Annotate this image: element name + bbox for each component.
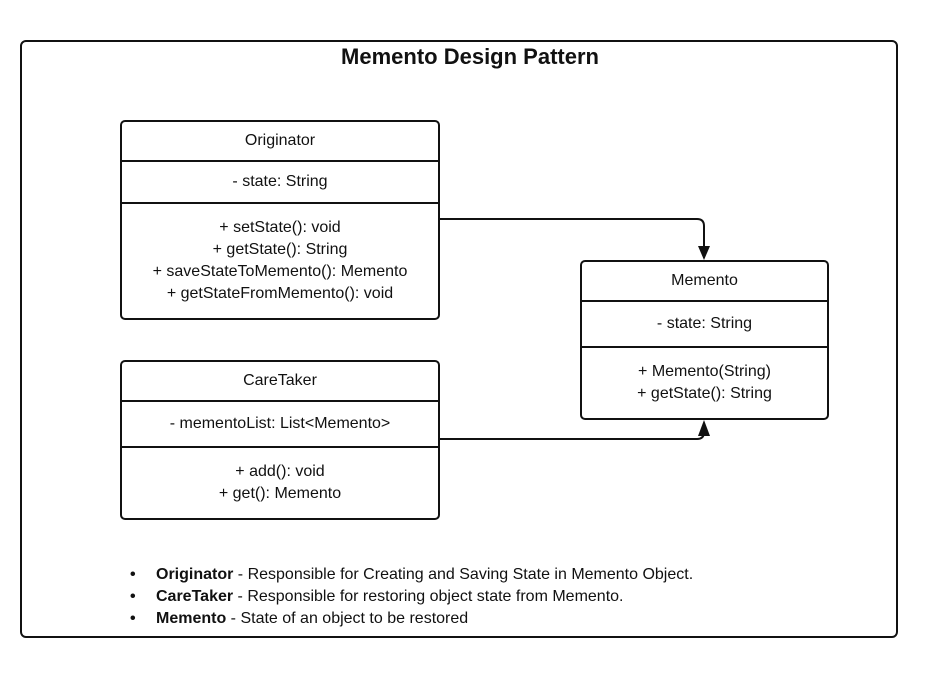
attribute: - state: String bbox=[656, 315, 753, 332]
attribute: - mementoList: List<Memento> bbox=[169, 415, 391, 432]
class-name: CareTaker bbox=[243, 372, 317, 389]
legend-term: Memento bbox=[156, 610, 227, 627]
methods-section: + Memento(String) + getState(): String bbox=[582, 346, 827, 418]
diagram-title: Memento Design Pattern bbox=[341, 44, 599, 69]
caretaker-memento-connector bbox=[440, 431, 705, 440]
class-caretaker[interactable]: CareTaker - mementoList: List<Memento> +… bbox=[120, 360, 440, 520]
attributes-section: - mementoList: List<Memento> bbox=[122, 400, 438, 446]
class-name-section: CareTaker bbox=[122, 362, 438, 400]
legend-item: • Originator - Responsible for Creating … bbox=[130, 564, 693, 586]
attributes-section: - state: String bbox=[582, 300, 827, 346]
method: + saveStateToMemento(): Memento bbox=[152, 263, 408, 280]
bullet-icon: • bbox=[130, 566, 136, 583]
legend-term: Originator bbox=[156, 566, 234, 583]
method: + getState(): String bbox=[637, 385, 772, 402]
method: + add(): void bbox=[235, 463, 325, 480]
class-name: Memento bbox=[671, 272, 738, 289]
attribute: - state: String bbox=[232, 173, 328, 190]
legend-item: • CareTaker - Responsible for restoring … bbox=[130, 586, 693, 608]
methods-section: + setState(): void + getState(): String … bbox=[122, 202, 438, 318]
methods-section: + add(): void + get(): Memento bbox=[122, 446, 438, 518]
class-originator[interactable]: Originator - state: String + setState():… bbox=[120, 120, 440, 320]
legend-term: CareTaker bbox=[156, 588, 234, 605]
legend-item: • Memento - State of an object to be res… bbox=[130, 608, 693, 630]
method: + getStateFromMemento(): void bbox=[166, 285, 394, 302]
attributes-section: - state: String bbox=[122, 160, 438, 202]
class-memento[interactable]: Memento - state: String + Memento(String… bbox=[580, 260, 829, 420]
legend-list: • Originator - Responsible for Creating … bbox=[130, 564, 693, 630]
legend-desc: - State of an object to be restored bbox=[226, 610, 469, 627]
caretaker-memento-arrowhead bbox=[698, 420, 710, 436]
method: + setState(): void bbox=[219, 219, 341, 236]
method: + getState(): String bbox=[212, 241, 348, 258]
legend-desc: - Responsible for Creating and Saving St… bbox=[233, 566, 694, 583]
bullet-icon: • bbox=[130, 588, 136, 605]
bullet-icon: • bbox=[130, 610, 136, 627]
method: + get(): Memento bbox=[218, 485, 342, 502]
legend-desc: - Responsible for restoring object state… bbox=[233, 588, 624, 605]
class-name-section: Memento bbox=[582, 262, 827, 300]
method: + Memento(String) bbox=[638, 363, 771, 380]
originator-memento-arrowhead bbox=[698, 246, 710, 260]
originator-memento-connector bbox=[440, 218, 705, 258]
class-name-section: Originator bbox=[122, 122, 438, 160]
diagram-frame bbox=[20, 40, 898, 638]
class-name: Originator bbox=[244, 132, 316, 149]
